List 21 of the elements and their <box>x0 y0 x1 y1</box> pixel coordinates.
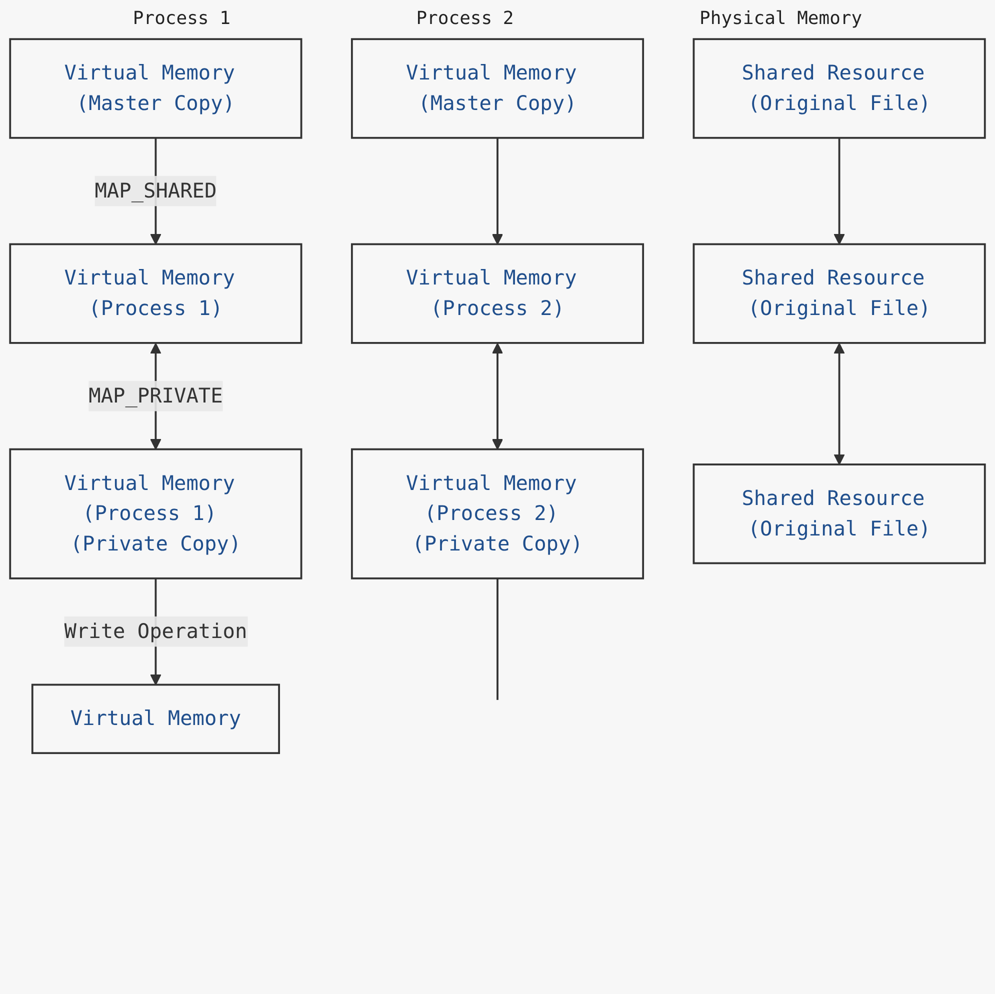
node-box: Virtual Memory (Process 2) <box>350 243 644 344</box>
arrow <box>492 138 504 245</box>
column-heading: Process 2 <box>416 8 514 29</box>
node-box: Shared Resource (Original File) <box>692 464 986 564</box>
node-box: Shared Resource (Original File) <box>692 38 986 139</box>
edge-label: MAP_PRIVATE <box>88 383 223 408</box>
node-box: Virtual Memory <box>31 684 280 754</box>
node-box: Virtual Memory (Master Copy) <box>9 38 302 139</box>
node-box: Virtual Memory (Master Copy) <box>350 38 644 139</box>
node-box: Virtual Memory (Process 2) (Private Copy) <box>350 448 644 580</box>
edge-label: MAP_SHARED <box>94 178 217 202</box>
node-box: Shared Resource (Original File) <box>692 243 986 344</box>
node-box: Virtual Memory (Process 1) (Private Copy) <box>9 448 302 580</box>
column-heading: Process 1 <box>132 8 230 29</box>
connector <box>496 578 498 700</box>
node-box: Virtual Memory (Process 1) <box>9 243 302 344</box>
arrow <box>492 342 504 450</box>
edge-label: Write Operation <box>64 618 248 643</box>
arrow <box>834 342 845 465</box>
column-heading: Physical Memory <box>700 8 862 29</box>
arrow <box>834 138 845 245</box>
